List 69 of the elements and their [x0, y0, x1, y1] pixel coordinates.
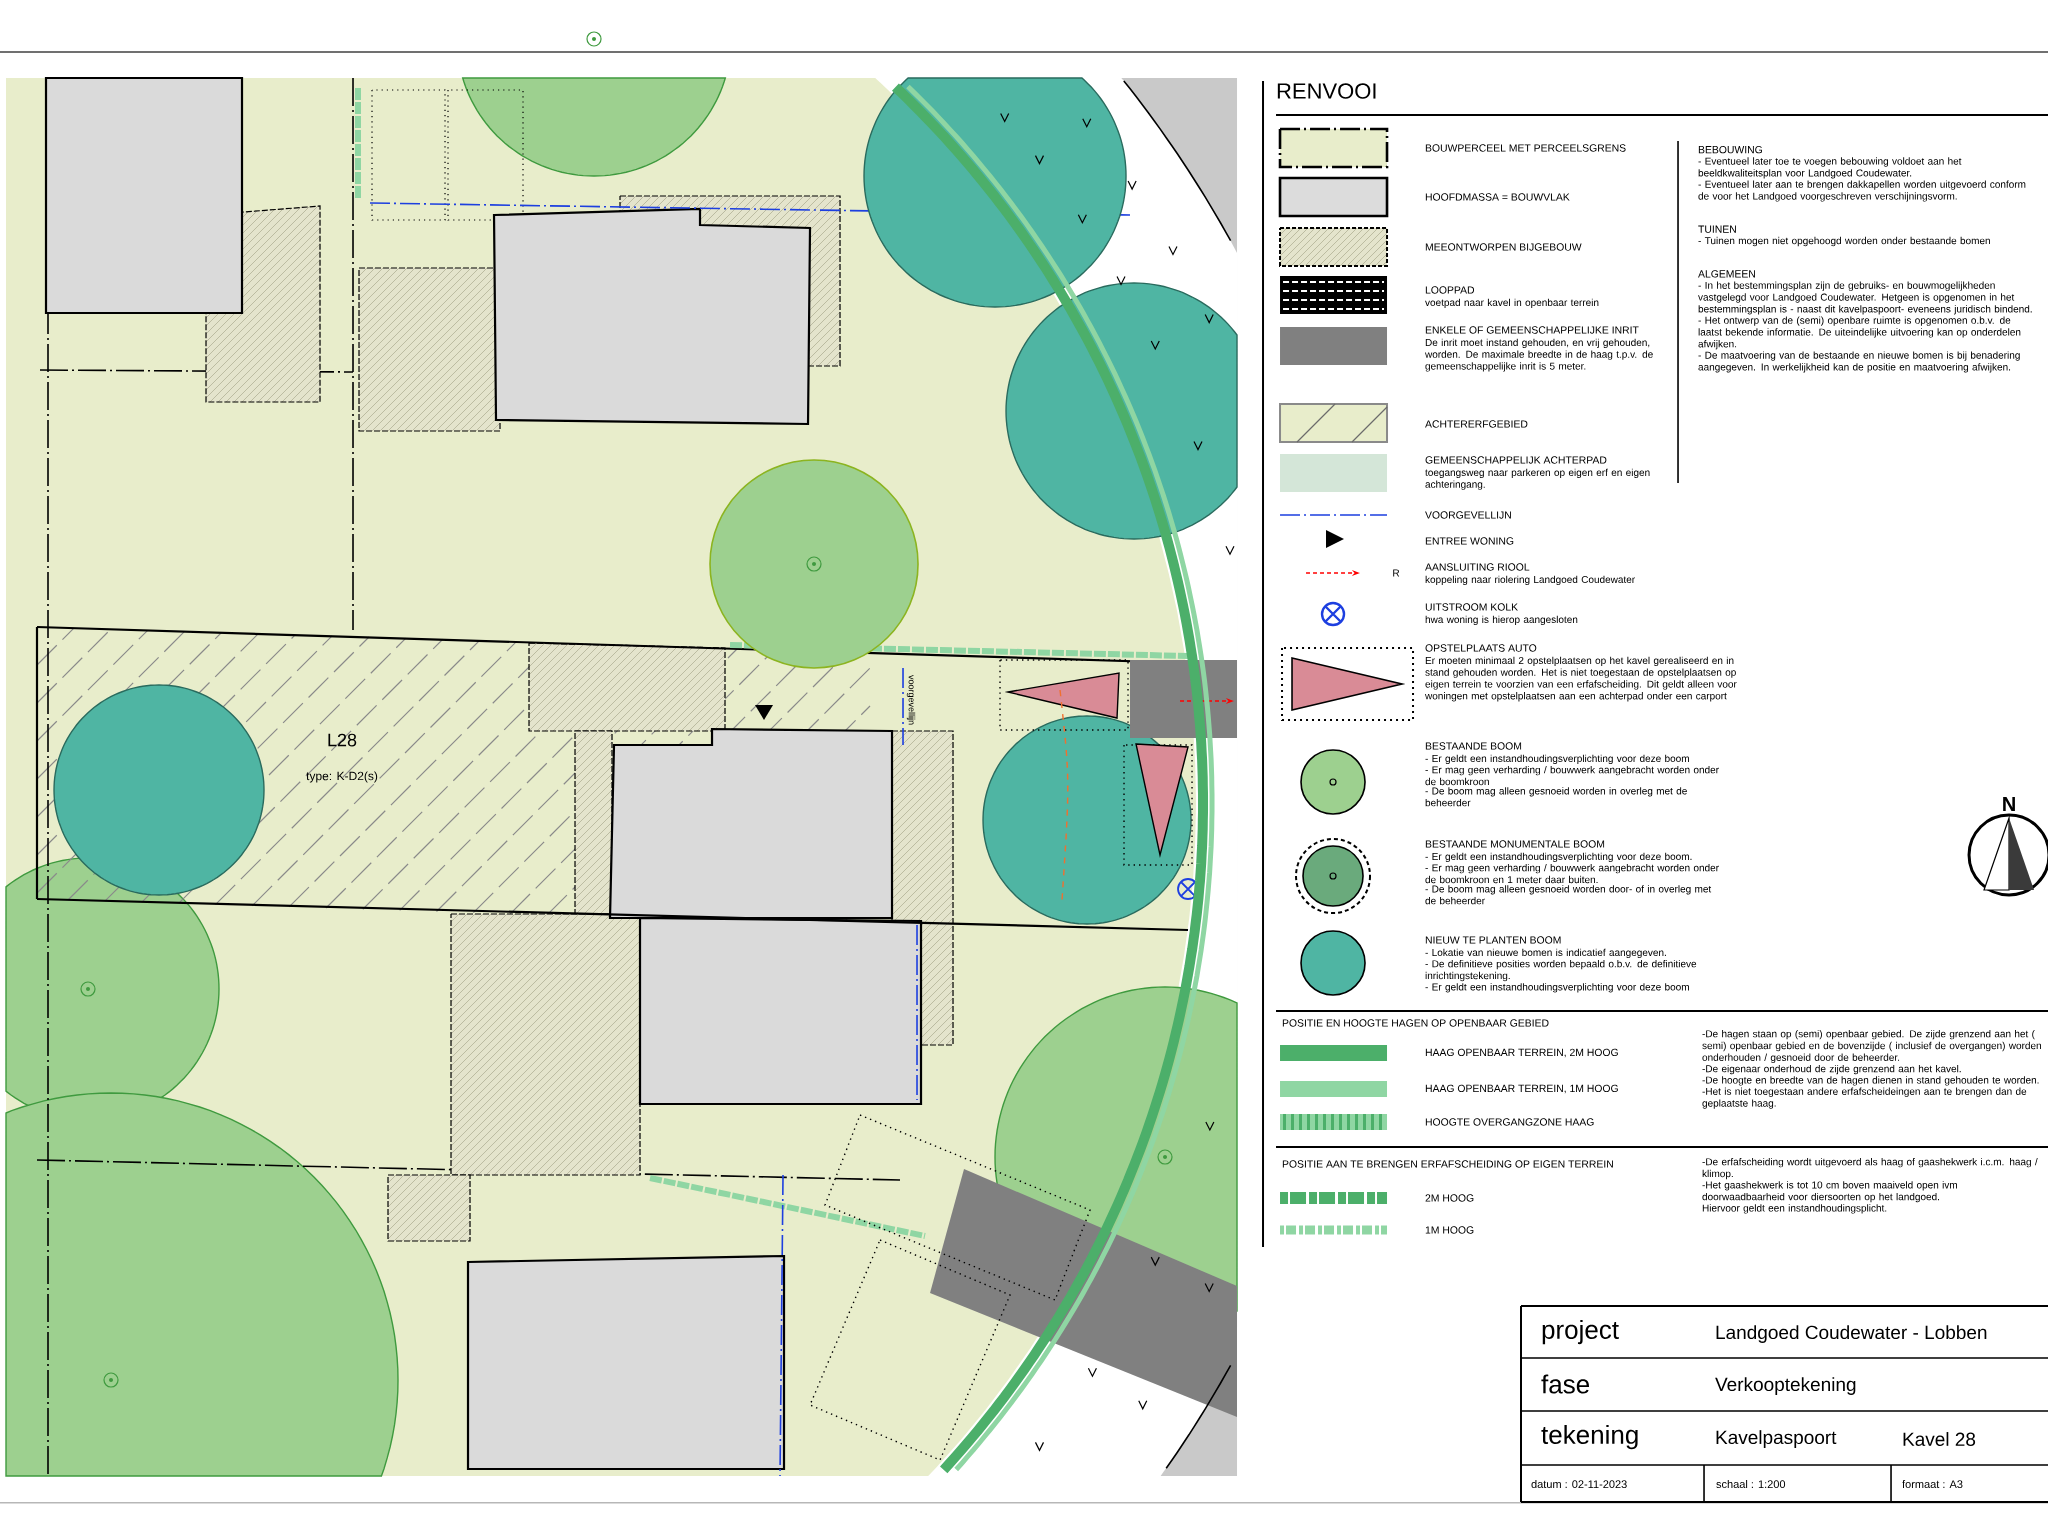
note-text: - De maatvoering van de bestaande en nieuwe bomen is bij benadering aangegeven. In werkelijkheid kan de positie en maatvoering afwijken. — [1698, 351, 2020, 373]
note-text: - Eventueel later toe te voegen bebouwing voldoet aan het beeldkwaliteitsplan voor Landgoed Coudewater. — [1698, 157, 1962, 179]
note-text: -Het gaashekwerk is tot 10 cm boven maaiveld open ivm doorwaadbaarheid voor diersoorten op het landgoed. — [1702, 1181, 1957, 1203]
north-label: N — [2003, 797, 2015, 811]
note-heading: ALGEMEEN — [1698, 270, 1755, 278]
title-block-value: Kavel 28 — [1903, 1432, 1976, 1446]
legend-description: koppeling naar riolering Landgoed Coudewater — [1425, 575, 1635, 585]
legend-label: NIEUW TE PLANTEN BOOM — [1425, 936, 1561, 944]
title-block-field: datum : 02-11-2023 — [1531, 1480, 1627, 1489]
legend-label: HAAG OPENBAAR TERREIN, 1M HOOG — [1425, 1084, 1618, 1094]
plot-number: L28 — [328, 733, 357, 747]
legend-description: - Er mag geen verharding / bouwwerk aangebracht worden onder de boomkroon — [1425, 766, 1719, 786]
legend-description: - De definitieve posities worden bepaald o.b.v. de definitieve inrichtingstekening. — [1425, 960, 1697, 982]
note-text: - Het ontwerp van de (semi) openbare ruimte is opgenomen o.b.v. de laatst bekende informatie. De uiteindelijke uitvoering kan op onderdelen afwijken. — [1698, 316, 2021, 350]
legend-description: - Er geldt een instandhoudingsverplichting voor deze boom — [1425, 983, 1689, 993]
legend-description: Er moeten minimaal 2 opstelplaatsen op het kavel gerealiseerd en in stand gehouden worden. Het is niet toegestaan de opstelplaatsen op eigen terrein te voorzien van een erfafscheiding. Dit geldt alleen voor woningen met opstelplaatsen aan een achterpad onder een carport — [1425, 656, 1737, 702]
section-heading: POSITIE EN HOOGTE HAGEN OP OPENBAAR GEBIED — [1282, 1019, 1549, 1027]
symbol-letter: R — [1393, 569, 1400, 577]
legend-label: 2M HOOG — [1425, 1194, 1474, 1202]
legend-label: ACHTERERFGEBIED — [1425, 420, 1528, 428]
legend-label: AANSLUITING RIOOL — [1425, 563, 1530, 571]
legend-description: De inrit moet instand gehouden, en vrij gehouden, worden. De maximale breedte in de haag t.p.v. de gemeenschappelijke inrit is 5 meter. — [1425, 338, 1653, 372]
title-block-label: project — [1542, 1319, 1619, 1345]
legend-description: - Er mag geen verharding / bouwwerk aangebracht worden onder de boomkroon en 1 meter daar buiten. — [1425, 864, 1719, 884]
note-text: -Het is niet toegestaan andere erfafscheideingen aan te brengen dan de geplaatste haag. — [1702, 1087, 2027, 1109]
line-label: voorgevellijn — [906, 675, 916, 725]
note-text: - Tuinen mogen niet opgehoogd worden onder bestaande bomen — [1698, 236, 1990, 247]
title-block-field: schaal : 1:200 — [1716, 1480, 1786, 1489]
legend-label: LOOPPAD — [1425, 286, 1475, 294]
legend-label: BOUWPERCEEL MET PERCEELSGRENS — [1425, 144, 1626, 152]
note-text: Hiervoor geldt een instandhoudingsplicht. — [1702, 1204, 1887, 1214]
legend-label: HOOGTE OVERGANGZONE HAAG — [1425, 1118, 1594, 1126]
legend-description: voetpad naar kavel in openbaar terrein — [1425, 298, 1599, 308]
legend-label: 1M HOOG — [1425, 1226, 1474, 1234]
legend-label: MEEONTWORPEN BIJGEBOUW — [1425, 243, 1582, 251]
note-text: - In het bestemmingsplan zijn de gebruiks- en bouwmogelijkheden vastgelegd voor Landgoed Coudewater. Hetgeen is opgenomen in het bestemmingsplan is - naast dit kavelpaspoort- eveneens juridisch bindend. — [1698, 281, 2032, 315]
legend-label: VOORGEVELLIJN — [1425, 511, 1511, 519]
title-block-label: tekening — [1541, 1424, 1638, 1450]
legend-label: OPSTELPLAATS AUTO — [1425, 644, 1537, 652]
legend-label: ENKELE OF GEMEENSCHAPPELIJKE INRIT — [1425, 326, 1639, 334]
legend-label: BESTAANDE MONUMENTALE BOOM — [1425, 840, 1605, 848]
legend-description: toegangsweg naar parkeren op eigen erf en eigen achteringang. — [1425, 468, 1650, 490]
note-heading: BEBOUWING — [1698, 146, 1762, 154]
title-block-value: Kavelpaspoort — [1716, 1430, 1837, 1448]
section-heading: POSITIE AAN TE BRENGEN ERFAFSCHEIDING OP EIGEN TERREIN — [1282, 1160, 1613, 1168]
legend-description: hwa woning is hierop aangesloten — [1425, 615, 1578, 625]
legend-title: RENVOOI — [1277, 83, 1376, 99]
title-block-label: fase — [1541, 1374, 1589, 1394]
note-text: - Eventueel later aan te brengen dakkapellen worden uitgevoerd conform de voor het Landgoed voorgeschreven verschijningsvorm. — [1698, 180, 2026, 202]
note-text: -De hoogte en breedte van de hagen dienen in stand gehouden te worden. — [1702, 1076, 2039, 1086]
legend-description: - De boom mag alleen gesnoeid worden door- of in overleg met de beheerder — [1425, 885, 1712, 905]
legend-label: GEMEENSCHAPPELIJK ACHTERPAD — [1425, 456, 1607, 464]
legend-description: - Lokatie van nieuwe bomen is indicatief aangegeven. — [1425, 948, 1666, 958]
legend-label: HOOFDMASSA = BOUWVLAK — [1425, 193, 1570, 201]
title-block-field: formaat : A3 — [1902, 1480, 1963, 1489]
legend-label: HAAG OPENBAAR TERREIN, 2M HOOG — [1425, 1048, 1618, 1058]
legend-label: ENTREE WONING — [1425, 537, 1514, 545]
legend-description: - De boom mag alleen gesnoeid worden in overleg met de beheerder — [1425, 787, 1687, 807]
note-heading: TUINEN — [1698, 225, 1736, 233]
note-text: -De erfafscheiding wordt uitgevoerd als haag of gaashekwerk i.c.m. haag / klimop. — [1702, 1158, 2038, 1180]
legend-label: UITSTROOM KOLK — [1425, 603, 1518, 611]
legend-label: BESTAANDE BOOM — [1425, 742, 1522, 750]
title-block-value: Landgoed Coudewater - Lobben — [1716, 1325, 1987, 1343]
title-block-value: Verkooptekening — [1715, 1377, 1856, 1395]
note-text: -De hagen staan op (semi) openbaar gebied. De zijde grenzend aan het ( semi) openbaar gebied en de bovenzijde ( inclusief de overgangen) worden onderhouden / gesnoeid door de beheerder. — [1702, 1030, 2041, 1063]
legend-description: - Er geldt een instandhoudingsverplichting voor deze boom — [1425, 754, 1689, 764]
legend-description: - Er geldt een instandhoudingsverplichting voor deze boom. — [1425, 852, 1692, 862]
plot-type-label: type: K-D2(s) — [306, 771, 378, 783]
note-text: -De eigenaar onderhoud de zijde grenzend aan het kavel. — [1702, 1064, 1961, 1075]
